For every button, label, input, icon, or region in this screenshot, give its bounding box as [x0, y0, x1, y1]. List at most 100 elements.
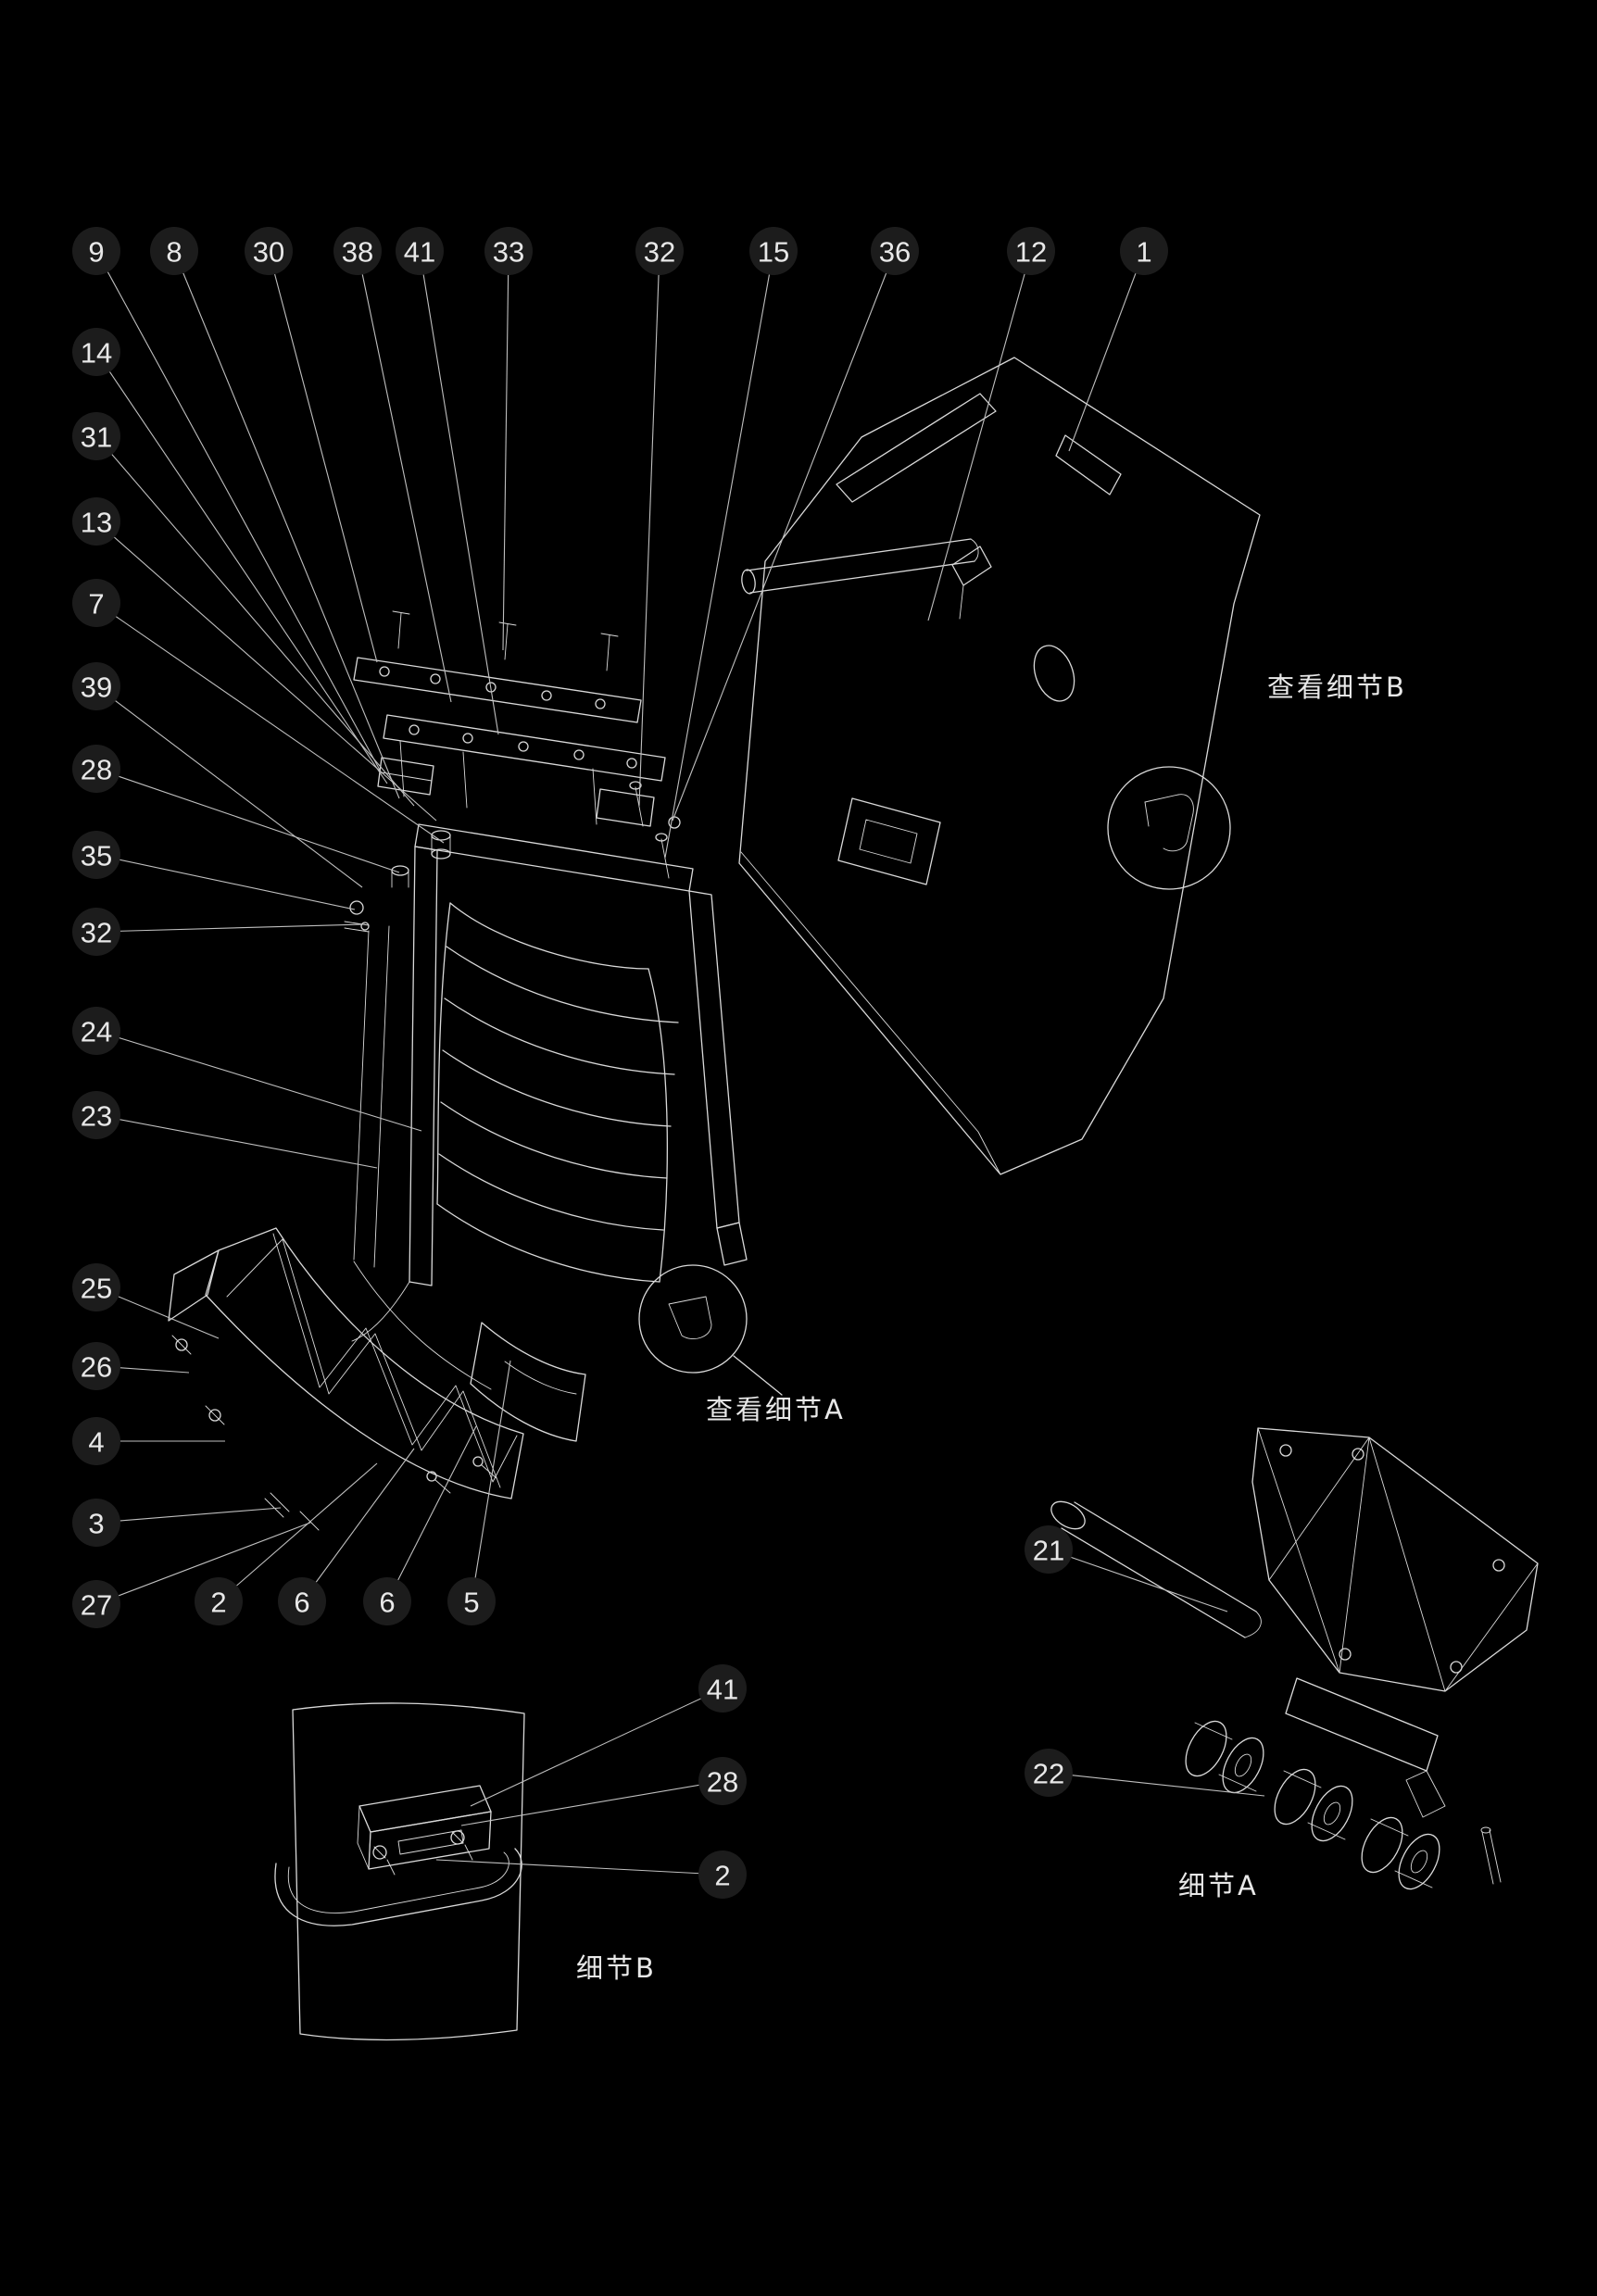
leader-line-38: [357, 250, 452, 703]
callout-circle: [363, 1577, 411, 1625]
callout-35: 35: [72, 831, 120, 879]
callout-circle: [698, 1851, 747, 1899]
callout-number: 2: [714, 1860, 730, 1892]
callout-circle: [333, 227, 382, 275]
leader-line-28: [95, 768, 400, 873]
callout-circle: [72, 1263, 120, 1311]
callout-number: 21: [1033, 1535, 1064, 1567]
callout-number: 4: [88, 1426, 104, 1459]
callout-38: 38: [333, 227, 382, 275]
leader-line-7: [95, 602, 445, 844]
callout-circle: [72, 1007, 120, 1055]
callout-circle: [245, 227, 293, 275]
callout-number: 13: [81, 507, 112, 539]
callout-number: 31: [81, 421, 112, 454]
callout-6: 6: [278, 1577, 326, 1625]
detail-b-marker-circle: [1107, 766, 1231, 890]
callout-8: 8: [150, 227, 198, 275]
callout-32: 32: [635, 227, 684, 275]
leader-line-3: [95, 1507, 282, 1524]
callout-circle: [278, 1577, 326, 1625]
callout-circle: [72, 227, 120, 275]
detail-a-caption: 细节A: [1178, 1870, 1259, 1901]
leader-line-15: [664, 250, 774, 859]
leader-line-14: [95, 351, 388, 784]
cross-brace-guard: [168, 1227, 524, 1531]
callout-number: 32: [81, 917, 112, 949]
leader-line-31: [95, 435, 415, 807]
leader-line-39: [95, 685, 363, 888]
callout-number: 15: [758, 236, 789, 269]
callout-number: 7: [88, 588, 104, 621]
callout-number: 3: [88, 1508, 104, 1540]
leader-lines: [95, 250, 1265, 1876]
callout-circle: [396, 227, 444, 275]
leader-line-28: [460, 1780, 723, 1826]
callout-circle: [72, 1417, 120, 1465]
leader-line-30: [268, 250, 378, 663]
callout-number: 35: [81, 840, 112, 872]
callout-number: 28: [707, 1766, 738, 1799]
detail-a-marker-circle: [638, 1264, 783, 1396]
detail-b-caption: 细节B: [576, 1952, 657, 1984]
callout-circle: [150, 227, 198, 275]
callout-number: 12: [1015, 236, 1047, 269]
bracket-hardware: [344, 740, 681, 933]
callout-1: 1: [1120, 227, 1168, 275]
leader-line-2: [218, 1462, 378, 1602]
callout-39: 39: [72, 662, 120, 710]
see-detail-a-label: 查看细节A: [706, 1394, 846, 1425]
detail-b-view: [274, 1702, 525, 2041]
callout-number: 32: [644, 236, 675, 269]
callout-circle: [72, 1091, 120, 1139]
callout-28: 28: [72, 745, 120, 793]
callout-3: 3: [72, 1499, 120, 1547]
callout-number: 26: [81, 1351, 112, 1384]
see-detail-b-label: 查看细节B: [1267, 671, 1407, 703]
callout-21: 21: [1025, 1525, 1073, 1574]
callout-24: 24: [72, 1007, 120, 1055]
callout-circle: [72, 1499, 120, 1547]
callout-32: 32: [72, 908, 120, 956]
leader-line-6: [386, 1425, 477, 1602]
callout-number: 39: [81, 671, 112, 704]
callout-41: 41: [396, 227, 444, 275]
callout-number: 1: [1136, 236, 1151, 269]
main-frame: [351, 823, 748, 1390]
callout-31: 31: [72, 412, 120, 460]
callout-number: 41: [404, 236, 435, 269]
callout-circle: [72, 745, 120, 793]
callout-circle: [749, 227, 798, 275]
leader-line-21: [1048, 1549, 1228, 1612]
callout-26: 26: [72, 1342, 120, 1390]
leader-line-12: [927, 250, 1032, 621]
callout-30: 30: [245, 227, 293, 275]
callout-13: 13: [72, 497, 120, 546]
callout-15: 15: [749, 227, 798, 275]
leader-line-36: [672, 250, 896, 822]
callout-number: 23: [81, 1100, 112, 1133]
side-strips: [426, 1322, 586, 1494]
leader-line-41: [470, 1687, 723, 1807]
callout-number: 6: [379, 1587, 395, 1619]
callout-circle: [1007, 227, 1055, 275]
callout-circle: [72, 412, 120, 460]
leader-line-32: [95, 923, 366, 933]
callout-number: 25: [81, 1273, 112, 1305]
callout-number: 2: [210, 1587, 226, 1619]
callout-5: 5: [447, 1577, 496, 1625]
chute-ribs: [436, 902, 679, 1283]
leader-line-22: [1048, 1772, 1265, 1797]
callout-number: 30: [253, 236, 284, 269]
callout-27: 27: [72, 1580, 120, 1628]
handle-tube: [741, 538, 979, 595]
leader-line-9: [95, 250, 383, 774]
callout-circle: [1120, 227, 1168, 275]
callout-number: 38: [342, 236, 373, 269]
callout-6: 6: [363, 1577, 411, 1625]
callout-number: 6: [294, 1587, 309, 1619]
callout-circle: [1025, 1525, 1073, 1574]
callout-23: 23: [72, 1091, 120, 1139]
